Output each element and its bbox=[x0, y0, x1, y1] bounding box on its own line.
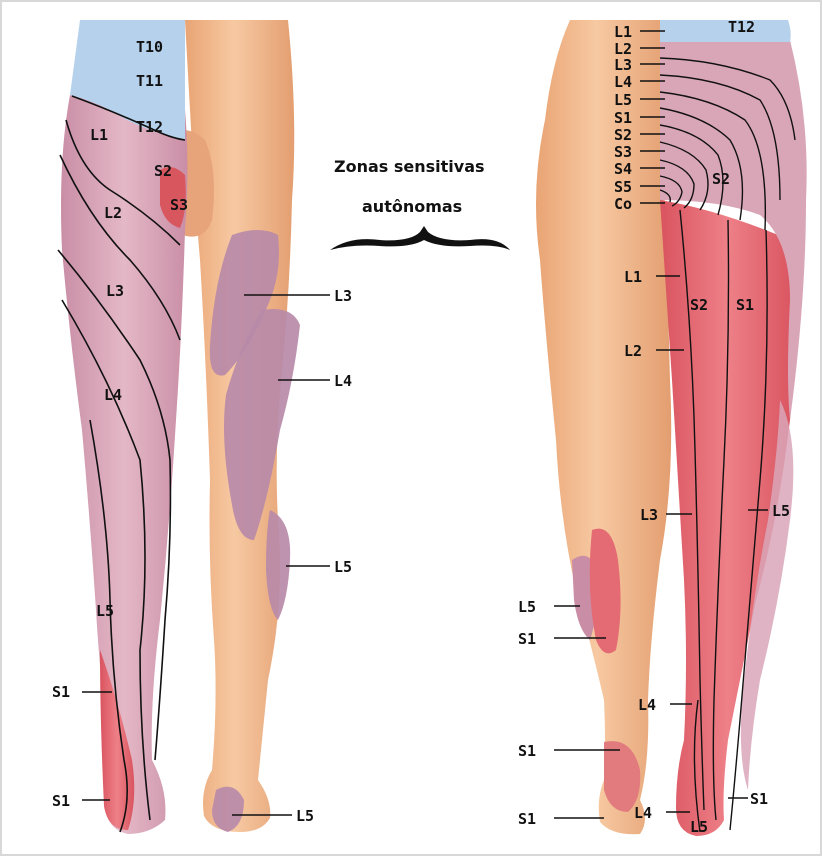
back-label-l3-calf: L3 bbox=[640, 506, 658, 524]
back-label-l4: L4 bbox=[614, 73, 632, 91]
back-label-s1-thigh: S1 bbox=[736, 296, 754, 314]
front-label-l3-zone: L3 bbox=[334, 287, 352, 305]
front-label-s1-lower: S1 bbox=[52, 792, 70, 810]
back-label-s2: S2 bbox=[614, 126, 632, 144]
back-label-l4-foot: L4 bbox=[634, 804, 652, 822]
back-label-l2-thigh: L2 bbox=[624, 342, 642, 360]
front-label-s1-upper: S1 bbox=[52, 683, 70, 701]
back-label-l1-thigh: L1 bbox=[624, 268, 642, 286]
front-label-l4: L4 bbox=[104, 386, 122, 404]
back-label-s3: S3 bbox=[614, 143, 632, 161]
front-label-t12: T12 bbox=[136, 118, 163, 136]
back-label-l4-ankle: L4 bbox=[638, 696, 656, 714]
back-label-l1: L1 bbox=[614, 23, 632, 41]
front-label-l1: L1 bbox=[90, 126, 108, 144]
back-label-l5-zone: L5 bbox=[518, 598, 536, 616]
back-label-l5-foot: L5 bbox=[690, 818, 708, 836]
back-label-s1-sole: S1 bbox=[518, 810, 536, 828]
back-label-s1-foot: S1 bbox=[750, 790, 768, 808]
front-label-s3: S3 bbox=[170, 196, 188, 214]
front-label-l3: L3 bbox=[106, 282, 124, 300]
front-label-l5-foot: L5 bbox=[296, 807, 314, 825]
back-label-s2-buttock: S2 bbox=[712, 170, 730, 188]
annotation-line-1: Zonas sensitivas bbox=[334, 157, 485, 176]
back-label-s4: S4 bbox=[614, 160, 632, 178]
front-label-l2: L2 bbox=[104, 204, 122, 222]
back-label-l5: L5 bbox=[614, 91, 632, 109]
back-blue-region bbox=[660, 20, 791, 42]
front-label-l5: L5 bbox=[96, 602, 114, 620]
back-label-s2-thigh: S2 bbox=[690, 296, 708, 314]
back-label-l5-calf: L5 bbox=[772, 502, 790, 520]
back-label-s1-zone: S1 bbox=[518, 630, 536, 648]
back-label-co: Co bbox=[614, 195, 632, 213]
back-label-s1: S1 bbox=[614, 109, 632, 127]
front-label-t11: T11 bbox=[136, 72, 163, 90]
back-label-l3: L3 bbox=[614, 56, 632, 74]
front-label-l5-zone: L5 bbox=[334, 558, 352, 576]
front-label-s2: S2 bbox=[154, 162, 172, 180]
annotation-line-2: autônomas bbox=[362, 197, 462, 216]
front-label-t10: T10 bbox=[136, 38, 163, 56]
back-label-t12: T12 bbox=[728, 18, 755, 36]
back-label-s5: S5 bbox=[614, 178, 632, 196]
front-label-l4-zone: L4 bbox=[334, 372, 352, 390]
back-label-s1-heel: S1 bbox=[518, 742, 536, 760]
